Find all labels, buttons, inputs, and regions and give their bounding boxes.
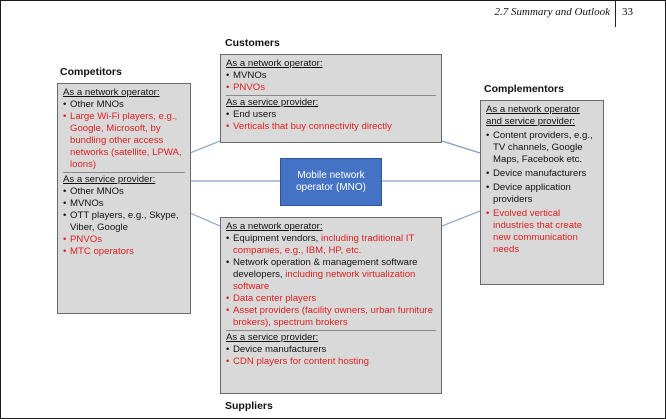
connector-suppliers-complementors [441,210,481,227]
customers-service-list: End usersVerticals that buy connectivity… [226,109,436,133]
complementors-heading: As a network operator and service provid… [486,104,580,127]
page-number: 33 [622,6,633,18]
list-item: PNVOs [226,82,436,94]
list-item-text: including network virtualization softwar… [233,269,416,292]
suppliers-service-list: Device manufacturersCDN players for cont… [226,344,436,368]
competitors-service-heading: As a service provider: [63,172,185,186]
list-item: Equipment vendors, including traditional… [226,233,436,257]
header-divider [615,1,616,27]
complementors-title: Complementors [484,83,564,95]
customers-network-heading: As a network operator: [226,58,323,69]
list-item: Verticals that buy connectivity directly [226,121,436,133]
list-item: Device application providers [486,182,598,206]
list-item: MVNOs [226,70,436,82]
customers-title: Customers [225,37,280,49]
list-item: Large Wi-Fi players, e.g., Google, Micro… [63,111,185,171]
list-item-text: Device manufacturers [233,344,327,355]
list-item: Data center players [226,293,436,305]
complementors-list: Content providers, e.g., TV channels, Go… [486,130,598,256]
list-item-text: Network operation & management software … [233,257,418,280]
list-item: MVNOs [63,198,185,210]
mno-center-box: Mobile network operator (MNO) [280,158,382,206]
customers-box: As a network operator: MVNOsPNVOs As a s… [220,54,442,143]
list-item-text: including traditional IT companies, e.g.… [233,233,415,256]
mno-label: Mobile network operator (MNO) [295,170,366,193]
list-item: Other MNOs [63,99,185,111]
connector-customers-complementors [441,140,481,154]
list-item: Evolved vertical industries that create … [486,208,598,256]
list-item-text: CDN players for content hosting [233,356,369,367]
customers-network-list: MVNOsPNVOs [226,70,436,94]
list-item: PNVOs [63,234,185,246]
list-item-text: Equipment vendors, [233,233,321,244]
list-item: Network operation & management software … [226,257,436,293]
list-item: Device manufacturers [486,168,598,180]
list-item: Content providers, e.g., TV channels, Go… [486,130,598,166]
list-item: Device manufacturers [226,344,436,356]
suppliers-network-heading: As a network operator: [226,221,323,232]
suppliers-network-list: Equipment vendors, including traditional… [226,233,436,329]
competitors-network-list: Other MNOsLarge Wi-Fi players, e.g., Goo… [63,99,185,171]
competitors-box: As a network operator: Other MNOsLarge W… [57,83,191,314]
competitors-title: Competitors [60,66,122,78]
list-item: MTC operators [63,246,185,258]
section-title: 2.7 Summary and Outlook [494,6,611,18]
list-item: End users [226,109,436,121]
list-item-text: Asset providers (facility owners, urban … [233,305,433,328]
suppliers-box: As a network operator: Equipment vendors… [220,217,442,394]
customers-service-heading: As a service provider: [226,95,436,109]
list-item: CDN players for content hosting [226,356,436,368]
complementors-box: As a network operator and service provid… [480,100,604,285]
competitors-service-list: Other MNOsMVNOsOTT players, e.g., Skype,… [63,186,185,258]
list-item: Other MNOs [63,186,185,198]
connector-competitors-suppliers [189,212,221,227]
list-item-text: Data center players [233,293,317,304]
suppliers-service-heading: As a service provider: [226,330,436,344]
suppliers-title: Suppliers [225,400,273,412]
list-item: OTT players, e.g., Skype, Viber, Google [63,210,185,234]
list-item: Asset providers (facility owners, urban … [226,305,436,329]
connector-competitors-customers [189,140,221,154]
competitors-network-heading: As a network operator: [63,87,160,98]
